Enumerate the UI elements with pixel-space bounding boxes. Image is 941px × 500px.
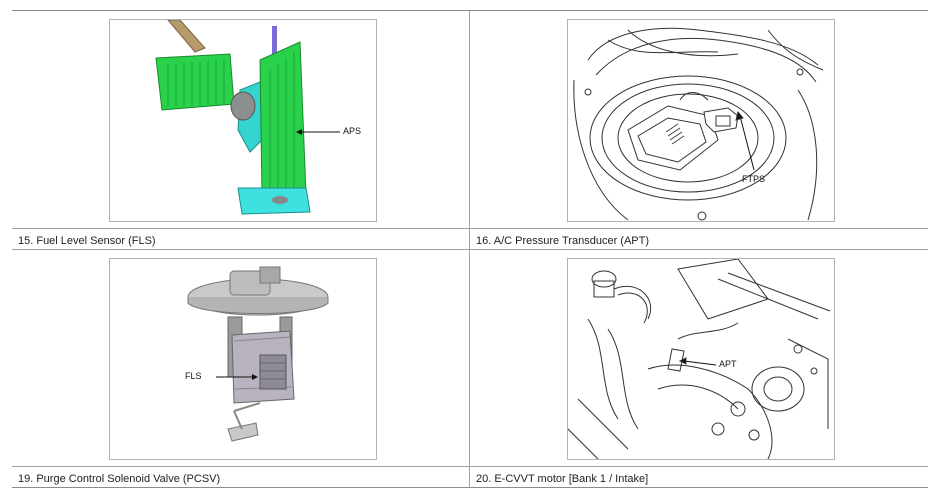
figure-cell-fls: FLS 19. Purge Control Solenoid Valve (PC… (12, 250, 469, 485)
fuel-pump-module-illustration-icon (187, 266, 329, 442)
figure-caption-19: 19. Purge Control Solenoid Valve (PCSV) (18, 473, 221, 485)
row-divider (12, 228, 928, 229)
ftps-callout-label: FTPS (742, 174, 766, 184)
row-divider (12, 466, 928, 467)
engine-bay-line-drawing-icon (568, 259, 831, 459)
figure-caption-20: 20. E-CVVT motor [Bank 1 / Intake] (476, 473, 649, 485)
aps-figure: APS (109, 19, 377, 222)
figure-caption-15: 15. Fuel Level Sensor (FLS) (18, 235, 156, 247)
fls-figure: FLS (109, 258, 377, 460)
apt-callout-label: APT (719, 359, 737, 369)
sensor-figure-table: APS 15. Fuel Level Sensor (FLS) (12, 10, 928, 488)
row-divider (12, 249, 928, 250)
accelerator-pedal-illustration-icon (155, 20, 340, 215)
fuel-tank-pressure-sensor-line-drawing-icon (573, 27, 824, 221)
ftps-figure: FTPS (567, 19, 835, 222)
figure-cell-apt: APT 20. E-CVVT motor [Bank 1 / Intake] (470, 250, 928, 485)
apt-figure: APT (567, 258, 835, 460)
aps-callout-label: APS (343, 126, 362, 136)
figure-caption-16: 16. A/C Pressure Transducer (APT) (476, 235, 650, 247)
figure-cell-aps: APS 15. Fuel Level Sensor (FLS) (12, 11, 469, 247)
figure-cell-ftps: FTPS 16. A/C Pressure Transducer (APT) (470, 11, 928, 247)
fls-callout-label: FLS (185, 371, 202, 381)
